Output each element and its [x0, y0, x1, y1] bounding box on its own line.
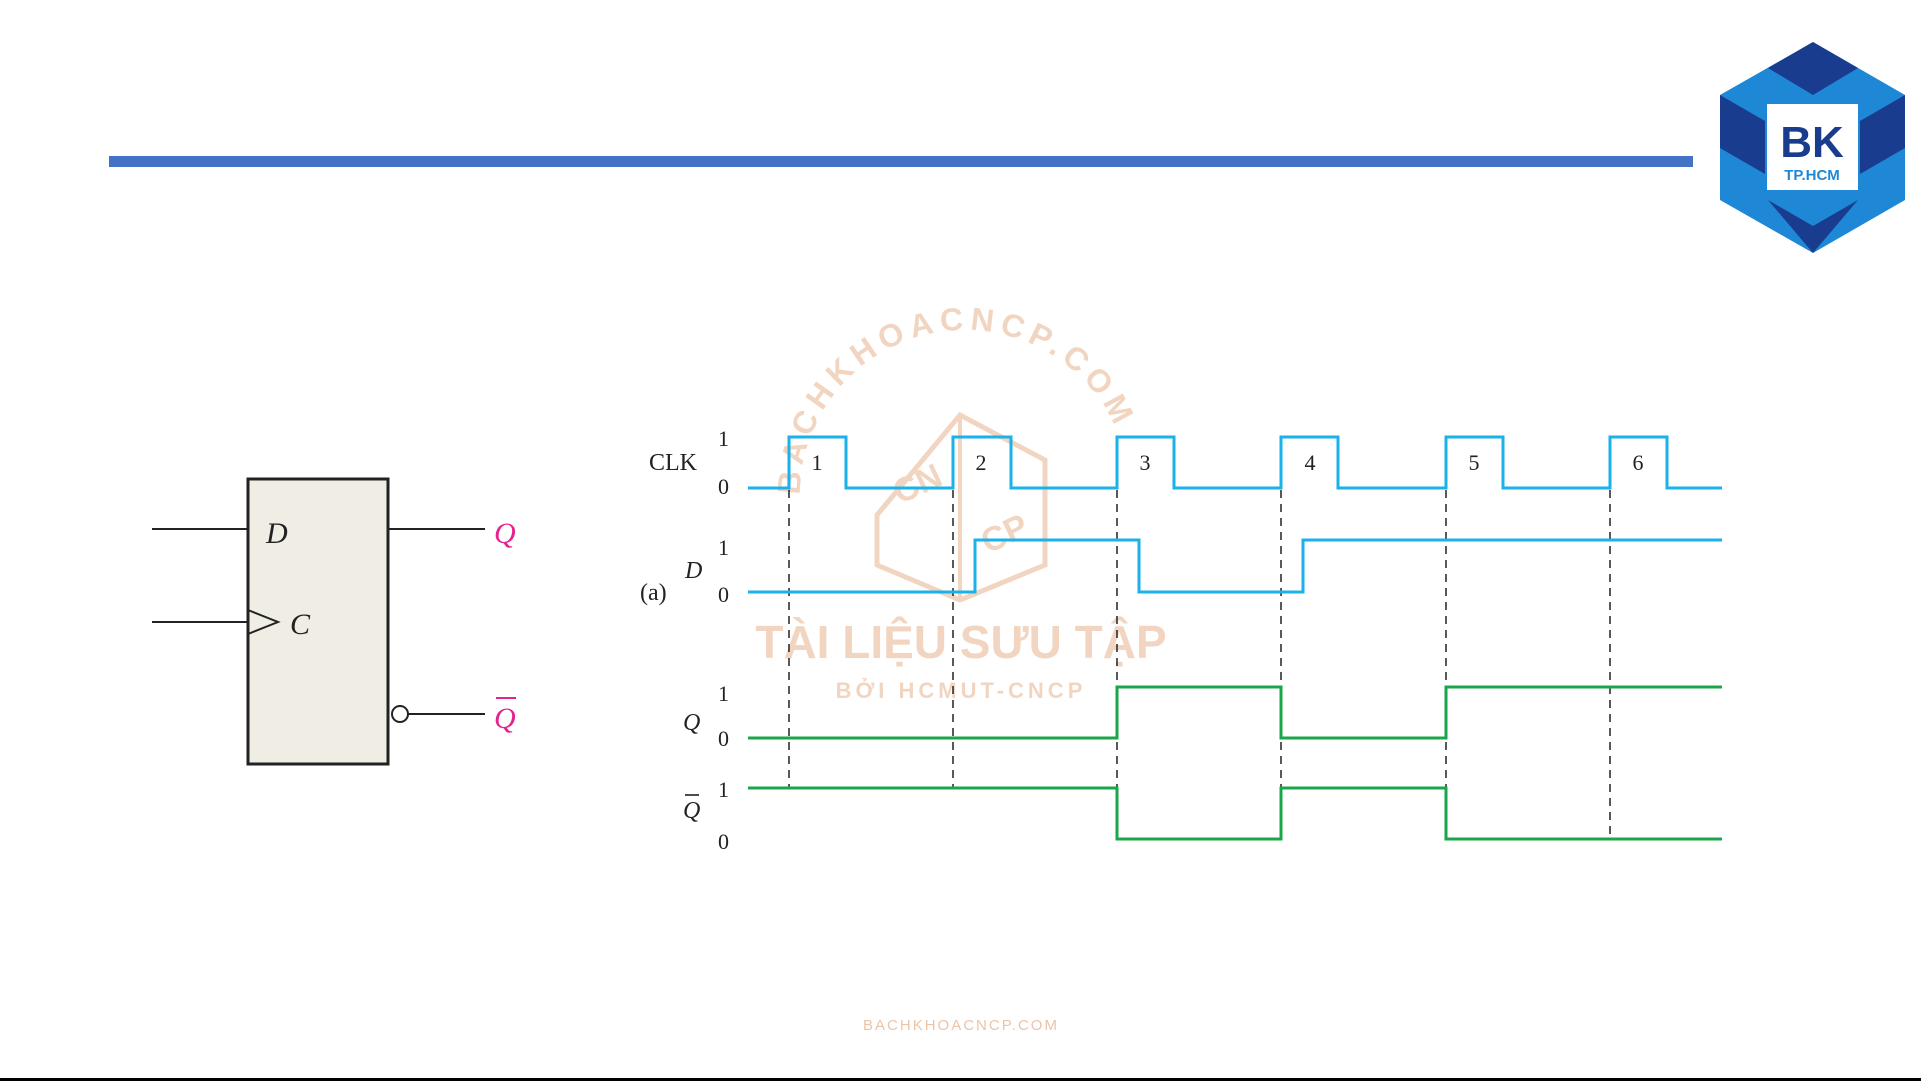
pulse-label-4: 4 [1305, 450, 1316, 475]
qbar-level-low: 0 [718, 829, 729, 854]
inversion-bubble [392, 706, 408, 722]
q-level-high: 1 [718, 681, 729, 706]
pulse-label-3: 3 [1140, 450, 1151, 475]
watermark: BACHKHOACNCP.COM CN CP TÀI LIỆU SƯU TẬP … [755, 300, 1166, 703]
pulse-label-2: 2 [976, 450, 987, 475]
title-accent-bar [109, 156, 1693, 167]
watermark-line2: BỞI HCMUT-CNCP [836, 678, 1087, 703]
qbar-level-high: 1 [718, 777, 729, 802]
watermark-line1: TÀI LIỆU SƯU TẬP [755, 616, 1166, 668]
pulse-label-6: 6 [1633, 450, 1644, 475]
clk-level-low: 0 [718, 474, 729, 499]
d-signal-label: D [684, 558, 702, 584]
qbar-waveform [748, 788, 1722, 839]
qbar-signal-label: Q [683, 798, 700, 824]
clk-signal-label: CLK [649, 450, 698, 476]
pulse-label-1: 1 [812, 450, 823, 475]
input-d-label: D [265, 517, 288, 550]
output-q-label: Q [494, 517, 516, 550]
output-qbar-label: Q [494, 702, 516, 735]
figure-label: (a) [640, 580, 667, 606]
input-c-label: C [290, 608, 311, 641]
watermark-badge-left: CN [887, 456, 948, 511]
bk-logo: BK TP.HCM [1720, 42, 1905, 253]
clk-level-high: 1 [718, 426, 729, 451]
watermark-arc-text: BACHKHOACNCP.COM [770, 300, 1143, 495]
d-flipflop-symbol: D C Q Q [152, 479, 516, 764]
q-signal-label: Q [683, 710, 700, 736]
d-waveform [748, 540, 1722, 592]
d-level-high: 1 [718, 535, 729, 560]
logo-text-sub: TP.HCM [1784, 167, 1840, 184]
d-level-low: 0 [718, 582, 729, 607]
footer-watermark-text: BACHKHOACNCP.COM [863, 1017, 1059, 1034]
watermark-badge-right: CP [975, 507, 1034, 561]
q-level-low: 0 [718, 726, 729, 751]
pulse-label-5: 5 [1469, 450, 1480, 475]
logo-text-main: BK [1780, 118, 1844, 167]
